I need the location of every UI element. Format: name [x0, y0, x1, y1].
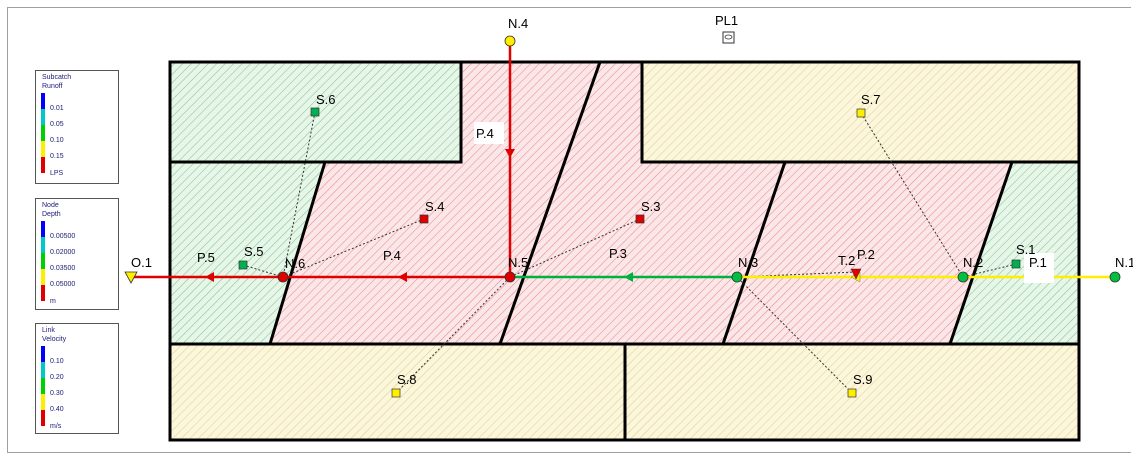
- label-p4-vertical: P.4: [476, 126, 494, 141]
- link-label-bg-p4: [474, 122, 504, 144]
- flow-arrow-p3: [624, 272, 633, 282]
- rain-gage-label: PL1: [715, 13, 738, 28]
- node-marker-n5[interactable]: [504, 271, 516, 283]
- label-s8: S.8: [397, 372, 417, 387]
- label-n6: N.6: [285, 256, 305, 271]
- node-marker-n4[interactable]: [504, 35, 516, 47]
- legend-color-4: [41, 157, 45, 173]
- legend-color-3: [41, 141, 45, 157]
- legend-value: 0.40: [50, 406, 64, 413]
- legend-color-4: [41, 410, 45, 426]
- legend-value: 0.05: [50, 121, 64, 128]
- legend-node-depth[interactable]: Node Depth 0.00500 0.02000 0.03500 0.050…: [35, 198, 119, 310]
- subcatchment-boundaries: [168, 60, 1081, 442]
- legend-value: 0.02000: [50, 249, 76, 256]
- outlet-connectors: [242, 111, 1017, 394]
- legend-color-3: [41, 394, 45, 410]
- legend-unit: LPS: [50, 170, 64, 177]
- label-s4: S.4: [425, 199, 445, 214]
- node-markers: [124, 35, 1121, 284]
- legend-value: 0.10: [50, 358, 64, 365]
- area-s4[interactable]: [270, 62, 600, 344]
- label-s9: S.9: [853, 372, 873, 387]
- subcatch-marker-s3[interactable]: [635, 214, 645, 224]
- legend-subcatch-runoff[interactable]: Subcatch Runoff 0.01 0.05 0.10 0.15 LPS: [35, 70, 119, 184]
- area-s5[interactable]: [170, 162, 325, 344]
- node-marker-n6[interactable]: [277, 271, 289, 283]
- label-t2: T.2: [838, 253, 855, 268]
- node-marker-n1[interactable]: [1109, 271, 1121, 283]
- label-s7: S.7: [861, 92, 881, 107]
- label-s6: S.6: [316, 92, 336, 107]
- label-s1: S.1: [1016, 242, 1036, 257]
- flow-arrow-p4-horizontal: [398, 272, 407, 282]
- subcatch-marker-s9[interactable]: [847, 388, 857, 398]
- legend-color-1: [41, 237, 45, 253]
- legend-color-2: [41, 253, 45, 269]
- legend-value: 0.03500: [50, 265, 76, 272]
- legend-title: Subcatch Runoff: [42, 74, 72, 90]
- area-s2[interactable]: [723, 162, 1012, 344]
- legend-color-3: [41, 269, 45, 285]
- legend-title: Node Depth: [42, 202, 61, 218]
- label-n3: N.3: [738, 255, 758, 270]
- legend-value: 0.15: [50, 153, 64, 160]
- legend-value: 0.01: [50, 105, 64, 112]
- subcatch-marker-s6[interactable]: [310, 107, 320, 117]
- rain-gage-cloud-icon: [724, 34, 733, 40]
- label-s5: S.5: [244, 244, 264, 259]
- legend-color-4: [41, 285, 45, 301]
- label-p5: P.5: [197, 250, 215, 265]
- rain-gage[interactable]: PL1: [715, 13, 738, 44]
- legend-value: 0.10: [50, 137, 64, 144]
- label-s3: S.3: [641, 199, 661, 214]
- area-s3[interactable]: [500, 62, 785, 344]
- flow-arrow-p5: [205, 272, 214, 282]
- label-n2: N.2: [963, 255, 983, 270]
- map-labels: S.6 S.4 S.3 S.5 S.1 S.7 S.8 S.9 N.4 N.6 …: [131, 16, 1133, 387]
- legend-value: 0.00500: [50, 233, 76, 240]
- legend-unit: m: [50, 298, 56, 305]
- legend-color-1: [41, 362, 45, 378]
- subcatch-marker-s7[interactable]: [856, 108, 866, 118]
- rain-gage-icon: [722, 31, 735, 44]
- label-o1: O.1: [131, 255, 152, 270]
- label-p1: P.1: [1029, 255, 1047, 270]
- label-p2: P.2: [857, 247, 875, 262]
- study-area-map-frame[interactable]: [7, 7, 1131, 453]
- legend-color-2: [41, 125, 45, 141]
- flow-arrow-p4-vertical: [505, 149, 515, 158]
- node-marker-n2[interactable]: [957, 271, 969, 283]
- legend-unit: m/s: [50, 423, 62, 430]
- legend-title: Link Velocity: [42, 327, 67, 343]
- legend-color-0: [41, 93, 45, 109]
- subcatchment-markers: [238, 107, 1021, 398]
- legend-value: 0.30: [50, 390, 64, 397]
- legend-value: 0.05000: [50, 281, 76, 288]
- legend-value: 0.20: [50, 374, 64, 381]
- outfall-marker-o1[interactable]: [124, 271, 138, 284]
- label-p3: P.3: [609, 246, 627, 261]
- label-n4: N.4: [508, 16, 528, 31]
- storage-marker-t2[interactable]: [850, 268, 862, 280]
- subcatch-marker-s8[interactable]: [391, 388, 401, 398]
- subcatch-marker-s1[interactable]: [1011, 259, 1021, 269]
- node-marker-n3[interactable]: [731, 271, 743, 283]
- legend-link-velocity[interactable]: Link Velocity 0.10 0.20 0.30 0.40 m/s: [35, 323, 119, 434]
- label-n5: N.5: [508, 255, 528, 270]
- label-n1: N.1: [1115, 255, 1133, 270]
- label-p4-horizontal: P.4: [383, 248, 401, 263]
- subcatch-marker-s4[interactable]: [419, 214, 429, 224]
- legend-color-2: [41, 378, 45, 394]
- legend-color-0: [41, 346, 45, 362]
- subcatch-marker-s5[interactable]: [238, 260, 248, 270]
- legend-color-0: [41, 221, 45, 237]
- area-s1[interactable]: [950, 162, 1079, 344]
- link-label-bg-p1: [1024, 253, 1054, 283]
- legend-color-1: [41, 109, 45, 125]
